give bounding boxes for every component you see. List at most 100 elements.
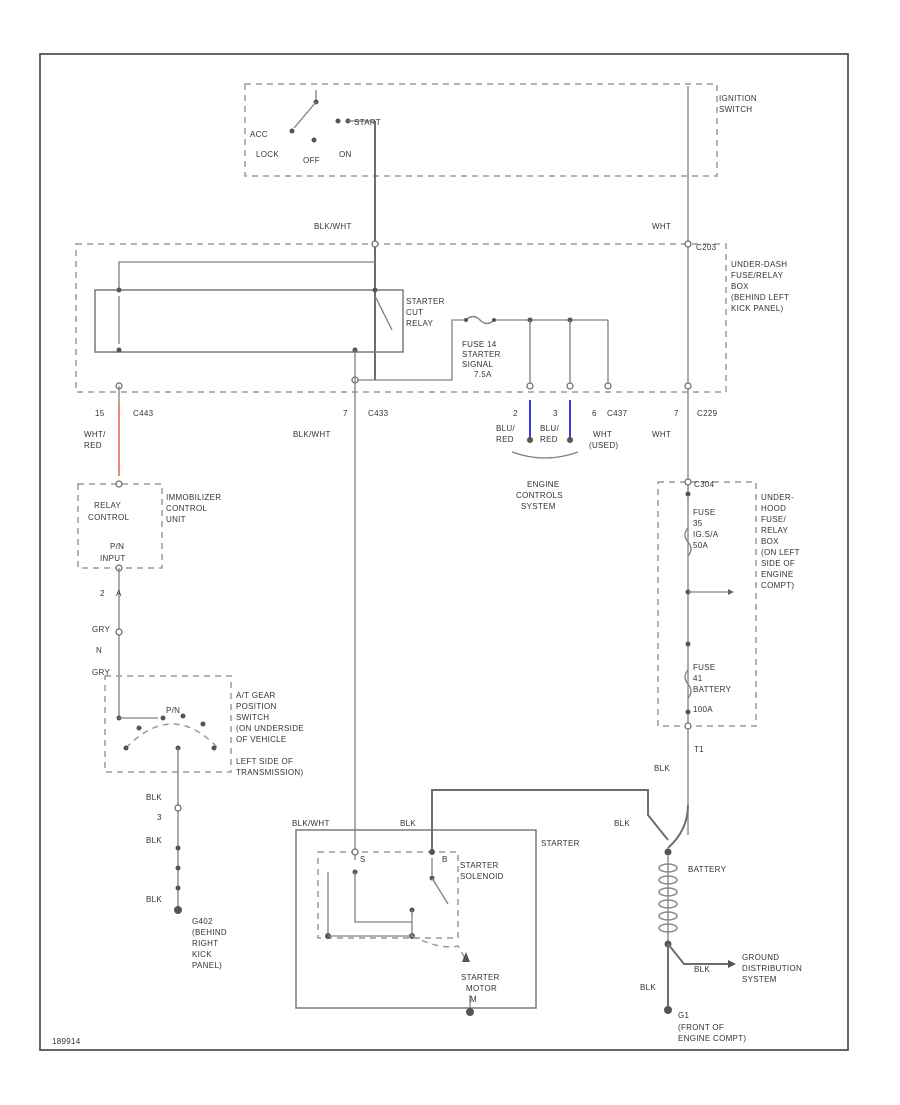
pin-15: 15 [95,409,105,418]
starter-pin-m: M [470,995,477,1004]
wire-label-blk-1: BLK [146,793,162,802]
under-hood-label-5: BOX [761,537,779,546]
pin-3: 3 [553,409,558,418]
under-hood-label-6: (ON LEFT [761,548,800,557]
wire-wht-battery [667,804,689,849]
wire-label-blured-2a: BLU/ [540,424,559,433]
fuse-35-label-4: 50A [693,541,708,550]
relay-contact [374,295,393,331]
fuse-14-label-1: FUSE 14 [462,340,497,349]
engine-controls-label-2: CONTROLS [516,491,563,500]
fuse-35-label-2: 35 [693,519,703,528]
starter-pin-b: B [442,855,448,864]
starter-motor-label-2: MOTOR [466,984,497,993]
fuse-14-label-3: SIGNAL [462,360,493,369]
starter-title: STARTER [541,839,580,848]
gear-position-switch: P/N A/T GEAR POSITION SWITCH (ON UNDERSI… [104,675,304,777]
ignition-on-label: ON [339,150,352,159]
wire-ground-distribution [667,943,728,965]
wire-label-blured-2b: RED [540,435,558,444]
starter-solenoid-box [317,851,459,939]
connector-c437: C437 [607,409,628,418]
under-hood-label-2: HOOD [761,504,786,513]
under-hood-label-4: RELAY [761,526,789,535]
gear-switch-arc [125,723,219,749]
wire-label-blkwht-mid: BLK/WHT [293,430,331,439]
fuse-14-label-4: 7.5A [474,370,492,379]
fuse-14-symbol [465,315,495,325]
ground-dist-label-1: GROUND [742,953,779,962]
solenoid-label-2: SOLENOID [460,872,504,881]
battery: BATTERY [658,848,727,948]
ignition-switch: ACC LOCK OFF ON START IGNITION SWITCH [244,83,757,177]
gear-switch-pn: P/N [166,706,180,715]
wire-label-blk-3: BLK [146,895,162,904]
immobilizer-control-unit: RELAY CONTROL P/N INPUT IMMOBILIZER CONT… [77,480,221,572]
g402-label-1: G402 [192,917,213,926]
wire-label-blk-gnd-v: BLK [640,983,656,992]
solenoid-label-1: STARTER [460,861,499,870]
immobilizer-label-1: IMMOBILIZER [166,493,221,502]
wire-label-whtred-1: WHT/ [84,430,106,439]
g402-label-5: PANEL) [192,961,222,970]
wire-label-blk-gnd: BLK [694,965,710,974]
under-hood-label-1: UNDER- [761,493,794,502]
under-hood-label-9: COMPT) [761,581,794,590]
relay-label-2: CUT [406,308,423,317]
engine-controls-label-1: ENGINE [527,480,559,489]
gear-label-4: (ON UNDERSIDE [236,724,304,733]
gear-label-6: LEFT SIDE OF [236,757,293,766]
fuse-35-label-1: FUSE [693,508,716,517]
immobilizer-label-3: UNIT [166,515,186,524]
gear-switch-box [104,675,232,773]
g1-ground-point [664,1006,672,1014]
fuse-41-label-1: FUSE [693,663,716,672]
wire-label-wht-used-2: (USED) [589,441,618,450]
g402-label-3: RIGHT [192,939,218,948]
under-dash-label-2: FUSE/RELAY [731,271,784,280]
under-dash-label-3: BOX [731,282,749,291]
under-dash-label-5: KICK PANEL) [731,304,784,313]
wire-label-blured-1a: BLU/ [496,424,515,433]
terminal-t1: T1 [694,745,704,754]
gear-label-5: OF VEHICLE [236,735,287,744]
relay-label-3: RELAY [406,319,434,328]
g1-label-1: G1 [678,1011,690,1020]
pin-7-a: 7 [343,409,348,418]
fuse-35-symbol [684,527,692,557]
gear-label-3: SWITCH [236,713,269,722]
starter-motor-ground [466,1008,474,1016]
relay-label-1: STARTER [406,297,445,306]
engine-controls-brace [511,451,579,459]
under-hood-label-3: FUSE/ [761,515,787,524]
wire-label-wht-right: WHT [652,430,671,439]
ignition-switch-box [244,83,718,177]
wire-label-wht-top: WHT [652,222,671,231]
fuse-41-label-3: BATTERY [693,685,732,694]
gear-label-2: POSITION [236,702,277,711]
connector-c443: C443 [133,409,154,418]
wire-blk-battery-neg [431,789,669,852]
under-hood-label-8: ENGINE [761,570,793,579]
connector-c229: C229 [697,409,718,418]
starter-pin-s: S [360,855,366,864]
under-dash-label-4: (BEHIND LEFT [731,293,789,302]
diagram-frame [39,53,849,1051]
immobilizer-pn-2: INPUT [100,554,126,563]
g402-label-2: (BEHIND [192,928,227,937]
battery-label: BATTERY [688,865,727,874]
starter-motor-label-1: STARTER [461,973,500,982]
connector-c433: C433 [368,409,389,418]
g1-label-2: (FRONT OF [678,1023,724,1032]
immobilizer-relay-1: RELAY [94,501,122,510]
ground-dist-label-2: DISTRIBUTION [742,964,802,973]
gear-label-7: TRANSMISSION) [236,768,303,777]
starter-box [295,829,537,1009]
ignition-start-label: START [354,118,381,127]
under-dash-connector: C203 [696,243,717,252]
solenoid-contact [431,877,449,905]
g402-label-4: KICK [192,950,212,959]
wire-label-blk-bat: BLK [614,819,630,828]
wire-label-whtred-2: RED [84,441,102,450]
